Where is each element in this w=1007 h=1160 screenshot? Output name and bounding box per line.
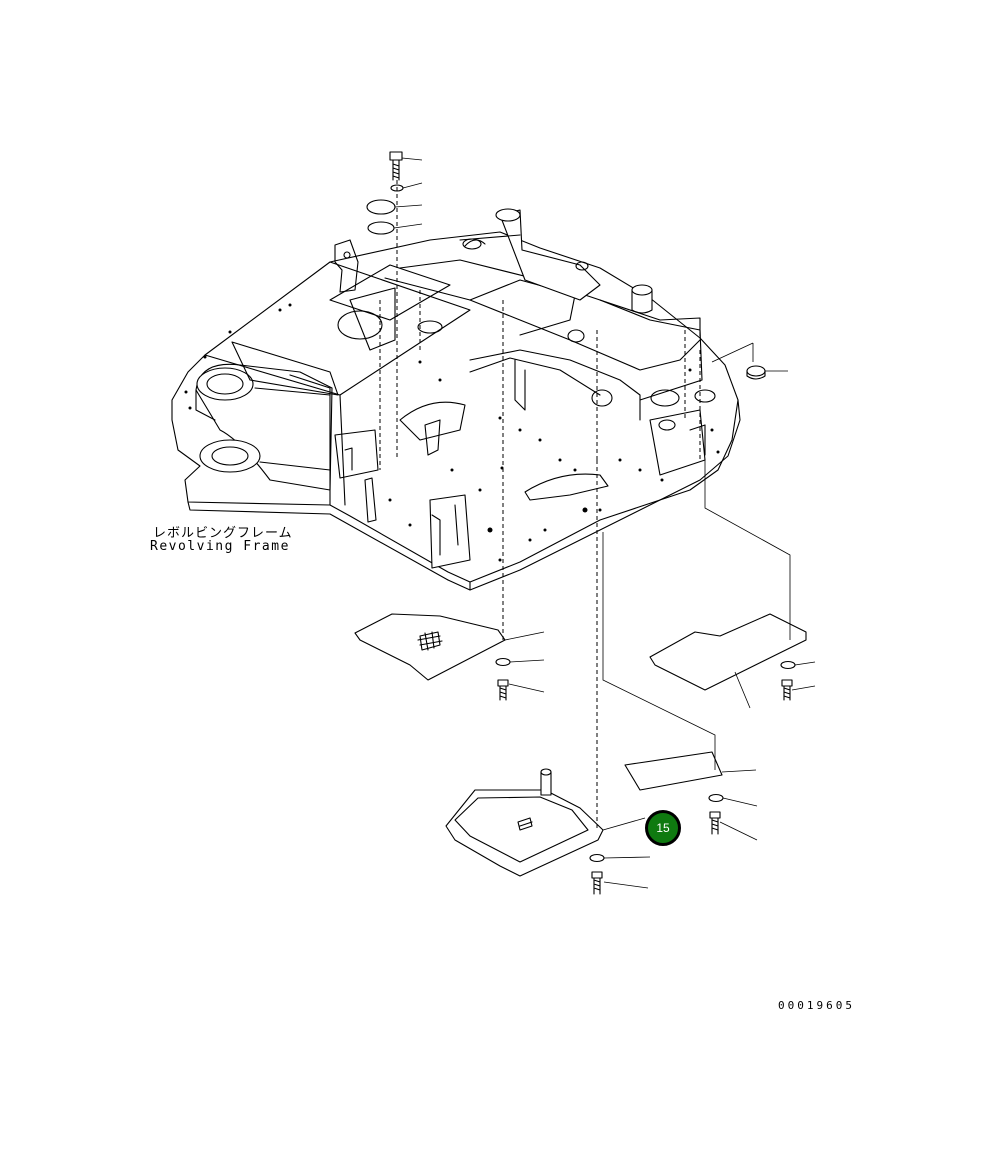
frame-label-english: Revolving Frame [150,539,290,554]
undercover-right [649,460,816,709]
undercover-left [354,300,545,701]
plug-part [711,342,788,380]
frame-label-japanese: レボルビングフレーム [153,526,293,541]
frame-holes [184,303,720,562]
top-cover-assembly [366,151,423,460]
undercover-bottom [445,460,651,895]
part-callout-15[interactable]: 15 [645,810,681,846]
small-cover [602,532,758,841]
revolving-frame [171,208,741,591]
document-number: 00019605 [778,999,855,1012]
